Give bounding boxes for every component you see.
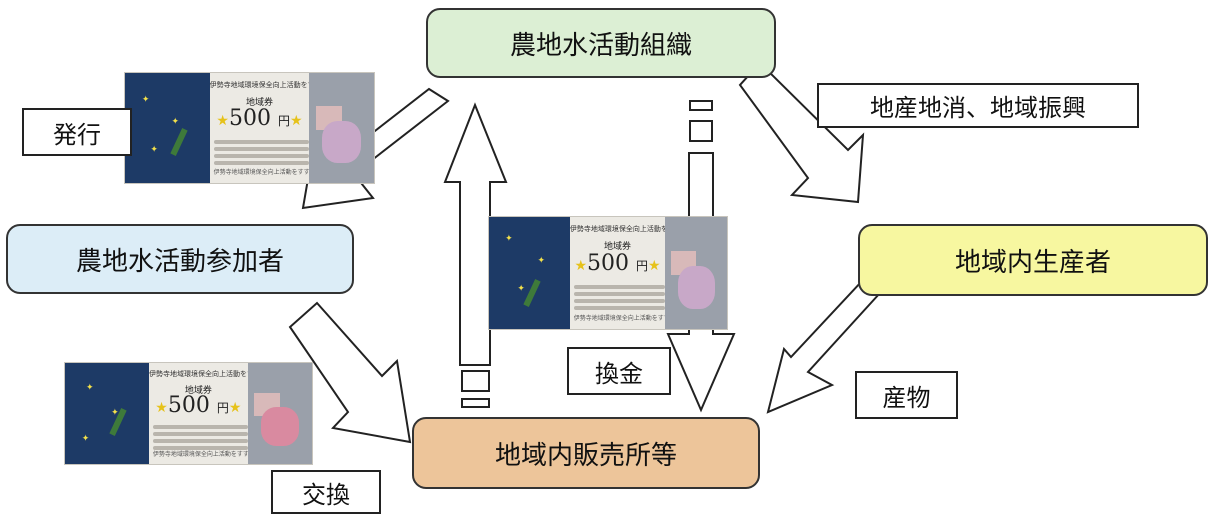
voucher-footer: 伊勢寺地域環境保全向上活動をすすめる会 会計の印 xyxy=(152,450,297,458)
dash-segment xyxy=(689,100,713,111)
arrow-shops-to-org xyxy=(443,102,508,366)
label-local-promotion: 地産地消、地域振興 xyxy=(817,83,1139,128)
voucher-image-bottom-left: ✦✦✦ 伊勢寺地域環境保全向上活動をすすめる会 地域券 ★500 円★ 伊勢寺地… xyxy=(64,362,313,465)
voucher-title: 地域券 xyxy=(184,386,212,397)
voucher-footer: 伊勢寺地域環境保全向上活動をすすめる会 会計の印 xyxy=(573,315,718,323)
label-exchange: 換金 xyxy=(567,347,671,395)
voucher-image-center: ✦✦✦ 伊勢寺地域環境保全向上活動をすすめる会 地域券 ★500 円★ 伊勢寺地… xyxy=(488,216,728,330)
arrow-participants-to-shops xyxy=(288,301,412,444)
node-local-producers: 地域内生産者 xyxy=(858,224,1208,296)
voucher-title: 地域券 xyxy=(245,98,273,108)
voucher-amount: ★500 円★ xyxy=(574,250,661,276)
dash-segment xyxy=(689,120,713,142)
voucher-issuer: 伊勢寺地域環境保全向上活動をすすめる会 xyxy=(209,80,343,89)
label-products: 産物 xyxy=(855,371,958,419)
voucher-footer: 伊勢寺地域環境保全向上活動をすすめる会 会計の印 xyxy=(213,169,358,177)
voucher-image-top-left: ✦✦✦ 伊勢寺地域環境保全向上活動をすすめる会 地域券 ★500 円★ 伊勢寺地… xyxy=(124,72,375,184)
dash-segment xyxy=(461,370,490,392)
node-activity-participants: 農地水活動参加者 xyxy=(6,224,354,294)
node-farmland-water-org: 農地水活動組織 xyxy=(426,8,776,78)
voucher-amount: ★500 円★ xyxy=(216,106,303,131)
label-issue: 発行 xyxy=(22,108,132,156)
label-trade: 交換 xyxy=(271,470,381,514)
node-local-shops: 地域内販売所等 xyxy=(412,417,760,489)
dash-segment xyxy=(461,398,490,408)
voucher-issuer: 伊勢寺地域環境保全向上活動をすすめる会 xyxy=(148,370,282,379)
voucher-issuer: 伊勢寺地域環境保全向上活動をすすめる会 xyxy=(569,224,703,233)
arrow-org-to-producers xyxy=(738,61,865,204)
voucher-title: 地域券 xyxy=(604,242,632,253)
arrow-producers-to-shops xyxy=(766,278,882,414)
voucher-amount: ★500 円★ xyxy=(155,393,242,419)
